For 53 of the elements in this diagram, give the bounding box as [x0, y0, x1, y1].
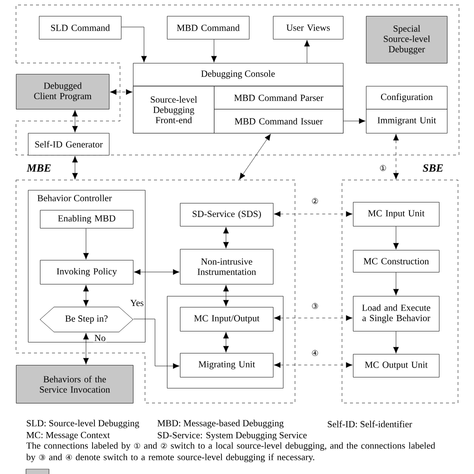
module-box: MC Input/Output — [180, 307, 274, 332]
arrow — [133, 318, 180, 369]
module-box: MBD Command Issuer — [214, 109, 344, 134]
arrow — [121, 26, 147, 62]
module-box: MC Output Unit — [353, 354, 440, 378]
arrow — [304, 40, 310, 64]
module-box: SD-Service (SDS) — [180, 203, 274, 226]
dashed-arrow — [274, 211, 352, 217]
module-box: MBD Command — [167, 16, 250, 40]
arrow — [393, 226, 399, 250]
dashed-arrow — [274, 315, 352, 321]
arrow — [72, 110, 78, 132]
module-box: MC Construction — [353, 250, 440, 272]
module-box: Configuration — [366, 86, 448, 110]
module-box: Load and Execute a Single Behavior — [353, 296, 440, 332]
module-box: Self-ID Generator — [28, 133, 110, 156]
legend-text: Self-ID: Self-identifier — [328, 420, 412, 428]
module-box: SLD Command — [39, 16, 122, 40]
arrow — [83, 332, 89, 364]
legend-text: MC: Message Context — [26, 432, 110, 440]
arrow — [83, 228, 89, 260]
arrow — [223, 226, 229, 248]
module-box: Immigrant Unit — [366, 109, 448, 134]
module-box: Special Source-level Debugger — [366, 16, 448, 64]
legend-text: SD-Service: System Debugging Service — [158, 432, 307, 440]
module-box: MC Input Unit — [353, 202, 440, 226]
module-box: Enabling MBD — [40, 210, 134, 228]
arrow — [343, 118, 366, 124]
arrow — [393, 331, 399, 354]
module-box: MBD Command Parser — [214, 86, 344, 110]
arrow — [134, 269, 180, 275]
legend-text: SLD: Source-level Debugging — [26, 420, 140, 428]
module-box: Source-level Debugging Front-end — [133, 86, 214, 134]
dashed-arrow — [110, 89, 132, 95]
arrow — [223, 332, 229, 352]
module-box: Behaviors of the Service Invocation — [16, 365, 134, 404]
arrow — [83, 284, 89, 306]
legend-text: MBD: Message-based Debugging — [157, 420, 284, 428]
module-box: Migrating Unit — [180, 353, 274, 378]
module-box: Debugged Client Program — [16, 74, 110, 110]
dashed-arrow — [393, 134, 399, 180]
node-label: SBE — [422, 164, 443, 172]
note-text: The connections labeled by ① and ② switch to a local source-level debugging, and the connections labeled by ③ and ④ denote switch to a remote source-level debugging if necessary. — [26, 442, 436, 462]
module-box: Invoking Policy — [40, 260, 134, 284]
module-box: User Views — [273, 16, 344, 40]
node-label: MBE — [26, 164, 51, 172]
arrow — [211, 39, 217, 62]
dashed-arrow — [274, 362, 352, 368]
arrow — [239, 134, 271, 180]
module-box: Non-intrusive Instrumentation — [180, 249, 274, 284]
arrow — [72, 156, 78, 180]
arrow — [393, 272, 399, 296]
arrow — [223, 284, 229, 306]
